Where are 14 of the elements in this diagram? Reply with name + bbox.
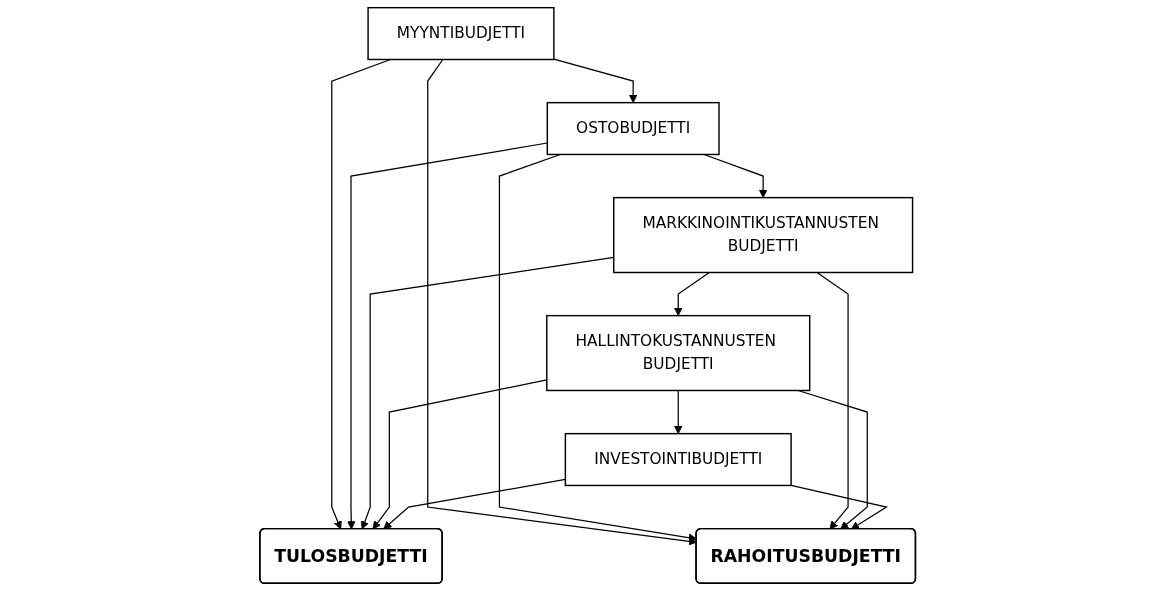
node-box: MYYNTIBUDJETTI (367, 6, 555, 61)
arrow (816, 271, 849, 530)
arrow (331, 58, 391, 530)
arrow (790, 484, 888, 530)
node-box: MARKKINOINTIKUSTANNUSTEN BUDJETTI (612, 196, 914, 274)
arrow (553, 58, 638, 104)
arrow (703, 153, 768, 198)
arrow (346, 142, 548, 530)
arrow (673, 389, 683, 435)
node-box: OSTOBUDJETTI (546, 101, 720, 156)
node-box: HALLINTOKUSTANNUSTEN BUDJETTI (545, 314, 811, 392)
node-box: INVESTOINTIBUDJETTI (564, 432, 792, 487)
arrow (673, 271, 710, 317)
arrow (383, 478, 566, 530)
